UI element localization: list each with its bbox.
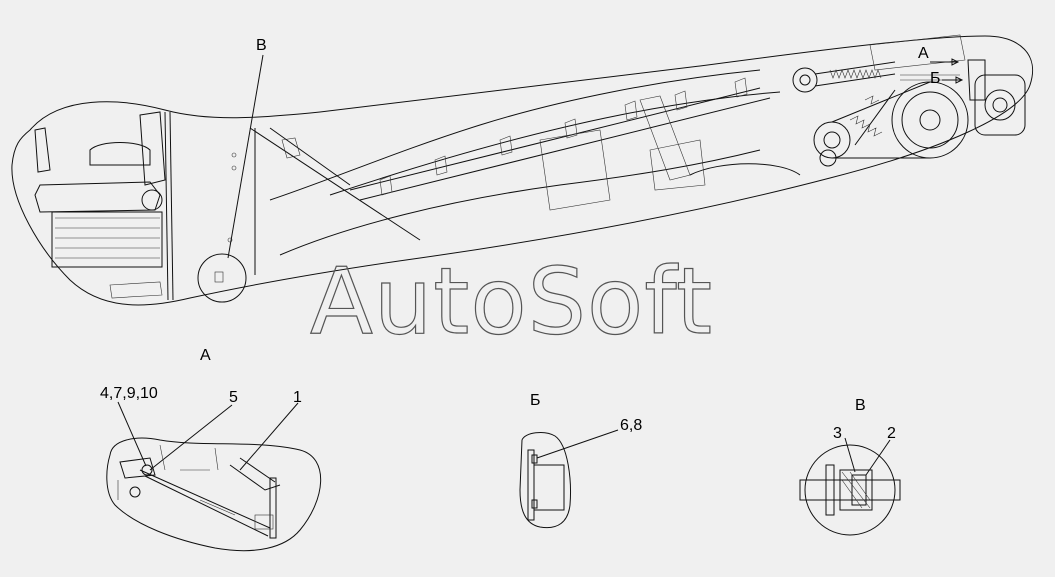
label-1: 1 <box>293 389 302 406</box>
label-5: 5 <box>229 389 238 406</box>
main-view: В А Б <box>11 34 1034 306</box>
leader-3 <box>844 437 856 473</box>
detail-V-title: В <box>855 397 866 414</box>
callout-label-Bb-main: Б <box>930 70 941 87</box>
drive-unit <box>649 34 1026 191</box>
detail-view-Bb: Б 6,8 <box>519 392 642 529</box>
callout-circle-V <box>197 253 247 303</box>
detail-V-outline <box>804 444 896 536</box>
detail-view-A: А 4,7,9,10 5 1 <box>100 347 322 552</box>
leader-2 <box>865 439 891 476</box>
detail-Bb-title: Б <box>530 392 541 409</box>
detail-A-outline <box>106 437 322 552</box>
label-4-7-9-10: 4,7,9,10 <box>100 385 158 402</box>
operator-seat <box>34 111 174 301</box>
label-3: 3 <box>833 425 842 442</box>
leader-6-8 <box>536 429 619 459</box>
leader-4-7-9-10 <box>117 401 147 467</box>
leader-5 <box>149 404 233 471</box>
boom <box>227 69 781 275</box>
watermark: AutoSoft <box>310 248 713 355</box>
shaft <box>799 479 901 501</box>
label-6-8: 6,8 <box>620 417 642 434</box>
callout-leader-V <box>227 54 264 259</box>
detail-A-title: А <box>200 347 211 364</box>
detail-Bb-outline <box>519 432 571 529</box>
detail-view-V: В 3 2 <box>799 397 901 536</box>
callout-label-A-main: А <box>918 45 929 62</box>
main-view-outline <box>11 35 1034 306</box>
label-2: 2 <box>887 425 896 442</box>
callout-label-V: В <box>256 37 267 54</box>
leader-1 <box>239 402 299 471</box>
